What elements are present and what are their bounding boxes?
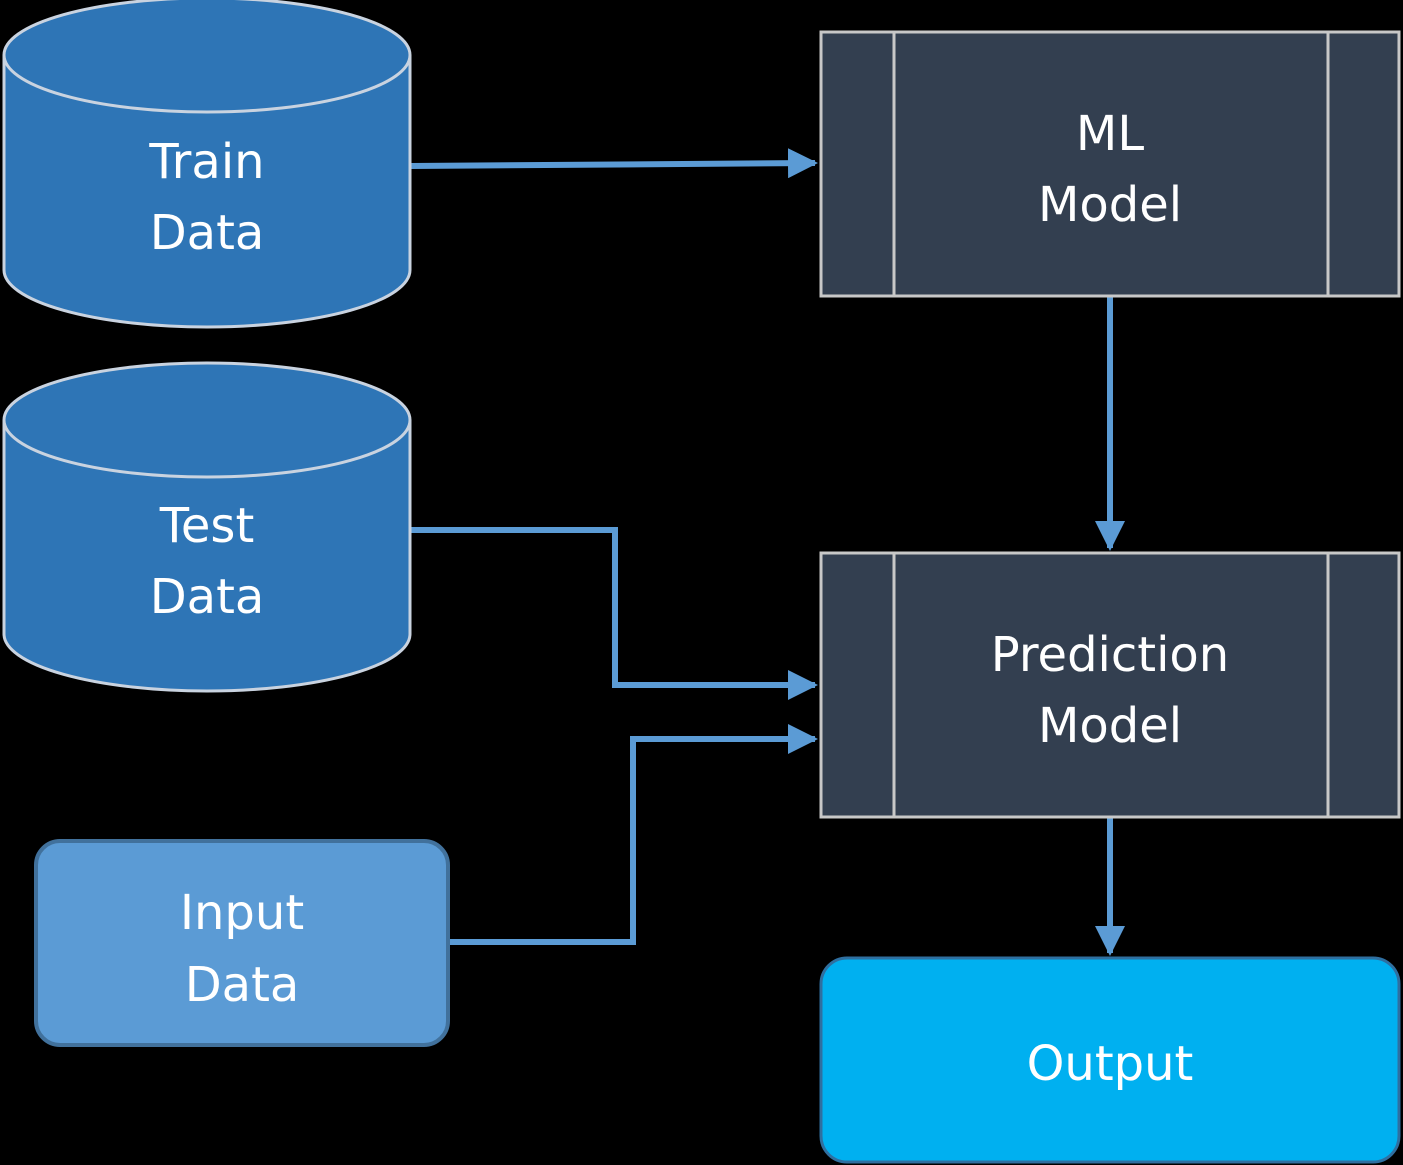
prediction-model-label-line2: Model [1038,698,1182,754]
ml-model-label-line2: Model [1038,177,1182,233]
input-data-shape [34,839,450,1047]
test-data-cylinder-top [2,361,412,479]
connector-train-to-ml-model [410,148,818,179]
ml-model-process: ML Model [819,30,1401,298]
test-data-label-line1: Test [159,498,255,554]
train-data-cylinder-top [2,0,412,114]
output-box: Output [819,956,1401,1164]
ml-model-label-line1: ML [1076,106,1144,162]
connector-test-to-prediction-model [411,527,818,700]
prediction-model-label-line1: Prediction [991,627,1229,683]
connector-input-to-prediction-model [449,724,818,945]
connectors [410,148,1125,956]
train-data-label-line1: Train [148,134,264,190]
test-data-label-line2: Data [150,569,265,625]
output-label: Output [1027,1036,1194,1092]
output-shape [819,956,1401,1164]
train-data-cylinder-body [2,55,412,329]
test-data-database: Test Data [2,361,412,693]
input-data-label-line1: Input [180,885,304,941]
prediction-model-shape [819,551,1401,819]
test-data-cylinder-body [2,420,412,693]
prediction-model-process: Prediction Model [819,551,1401,819]
input-data-box: Input Data [34,839,450,1047]
train-data-database: Train Data [2,0,412,329]
train-data-label-line2: Data [150,205,265,261]
input-data-label-line2: Data [185,957,300,1013]
ml-model-shape [819,30,1401,298]
